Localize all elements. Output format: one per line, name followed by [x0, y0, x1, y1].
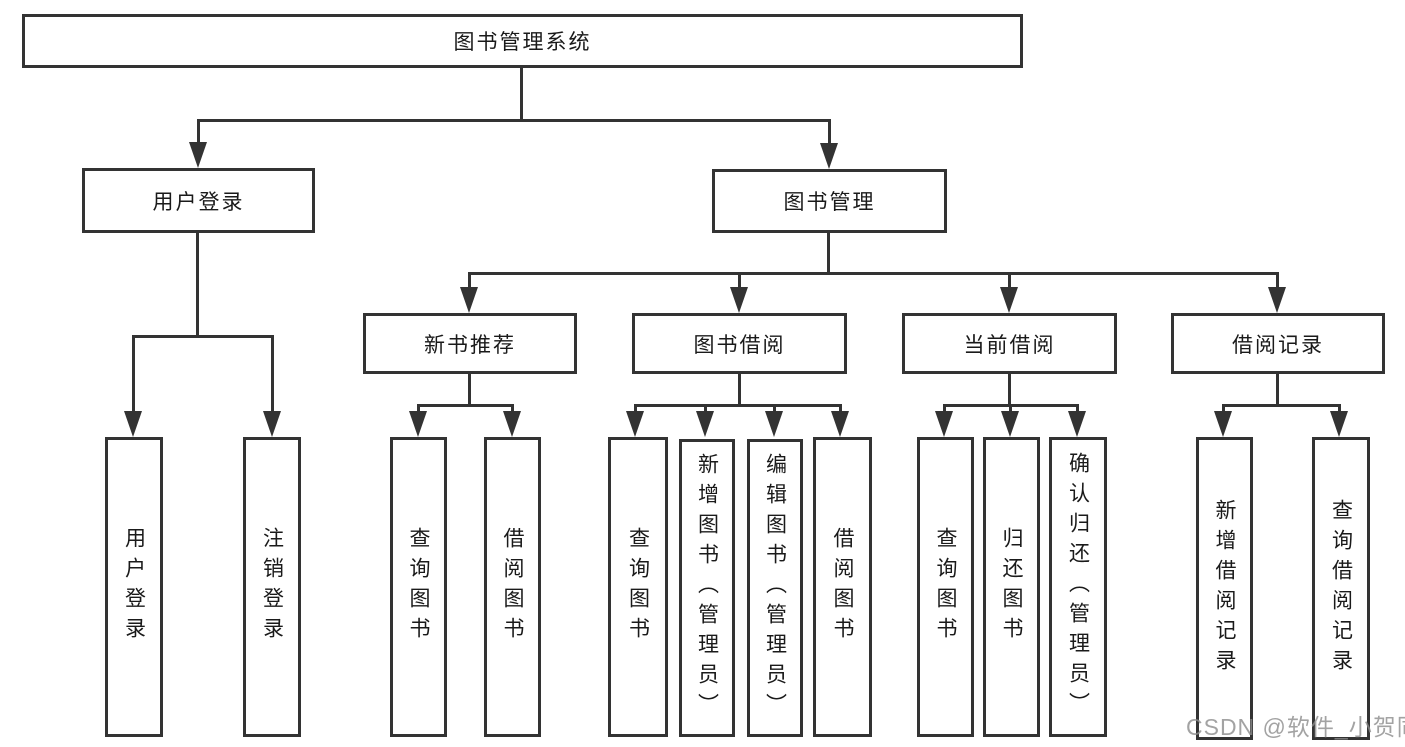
- arrow-down-icon: [409, 411, 427, 437]
- connector-book-mgmt-drop-4: [1276, 272, 1279, 292]
- connector-root-drop-left: [197, 119, 200, 149]
- leaf-bb-borrow-books: 借阅图书: [813, 437, 872, 737]
- connector-nbr-stem: [468, 374, 471, 407]
- arrow-down-icon: [1000, 287, 1018, 313]
- connector-book-mgmt-drop-3: [1008, 272, 1011, 292]
- leaf-bb-query-books: 查询图书: [608, 437, 668, 737]
- connector-br-bar: [1222, 404, 1341, 407]
- node-current-borrow: 当前借阅: [902, 313, 1117, 374]
- connector-nbr-drop-2: [511, 404, 514, 416]
- connector-user-login-drop-1: [132, 335, 135, 415]
- connector-cb-drop-1: [943, 404, 946, 416]
- arrow-down-icon: [1268, 287, 1286, 313]
- connector-nbr-bar: [417, 404, 514, 407]
- node-user-login: 用户登录: [82, 168, 315, 233]
- arrow-down-icon: [189, 142, 207, 168]
- connector-nbr-drop-1: [417, 404, 420, 416]
- connector-br-drop-2: [1338, 404, 1341, 416]
- connector-root-drop-right: [828, 119, 831, 149]
- connector-bb-stem: [738, 374, 741, 407]
- leaf-cb-confirm-return-admin: 确认归还（管理员）: [1049, 437, 1107, 737]
- leaf-br-query-record: 查询借阅记录: [1312, 437, 1370, 740]
- arrow-down-icon: [626, 411, 644, 437]
- arrow-down-icon: [503, 411, 521, 437]
- connector-book-mgmt-drop-2: [738, 272, 741, 292]
- connector-book-mgmt-drop-1: [468, 272, 471, 292]
- connector-user-login-bar: [132, 335, 274, 338]
- arrow-down-icon: [263, 411, 281, 437]
- arrow-down-icon: [831, 411, 849, 437]
- leaf-br-add-record: 新增借阅记录: [1196, 437, 1253, 740]
- leaf-cb-query-books: 查询图书: [917, 437, 974, 737]
- connector-bb-bar: [634, 404, 842, 407]
- connector-bb-drop-1: [634, 404, 637, 416]
- leaf-bb-add-books-admin: 新增图书（管理员）: [679, 439, 735, 737]
- arrow-down-icon: [696, 411, 714, 437]
- connector-cb-drop-3: [1076, 404, 1079, 416]
- arrow-down-icon: [820, 143, 838, 169]
- arrow-down-icon: [765, 411, 783, 437]
- leaf-cb-return-books: 归还图书: [983, 437, 1040, 737]
- connector-br-drop-1: [1222, 404, 1225, 416]
- arrow-down-icon: [935, 411, 953, 437]
- connector-book-mgmt-bar: [468, 272, 1279, 275]
- connector-bb-drop-2: [704, 404, 707, 416]
- node-book-borrow: 图书借阅: [632, 313, 847, 374]
- leaf-user-login: 用户登录: [105, 437, 163, 737]
- node-root: 图书管理系统: [22, 14, 1023, 68]
- csdn-watermark: CSDN @软件_小贺同学: [1186, 714, 1405, 740]
- connector-root-bar: [197, 119, 831, 122]
- arrow-down-icon: [730, 287, 748, 313]
- node-borrow-records: 借阅记录: [1171, 313, 1385, 374]
- connector-bb-drop-3: [773, 404, 776, 416]
- arrow-down-icon: [1001, 411, 1019, 437]
- node-book-management: 图书管理: [712, 169, 947, 233]
- arrow-down-icon: [1068, 411, 1086, 437]
- arrow-down-icon: [460, 287, 478, 313]
- connector-root-stem: [520, 68, 523, 122]
- connector-cb-stem: [1008, 374, 1011, 407]
- node-new-book-recommend: 新书推荐: [363, 313, 577, 374]
- leaf-bb-edit-books-admin: 编辑图书（管理员）: [747, 439, 803, 737]
- connector-cb-drop-2: [1009, 404, 1012, 416]
- arrow-down-icon: [1330, 411, 1348, 437]
- connector-user-login-drop-2: [271, 335, 274, 415]
- arrow-down-icon: [1214, 411, 1232, 437]
- connector-book-mgmt-stem: [827, 233, 830, 275]
- leaf-nbr-borrow-books: 借阅图书: [484, 437, 541, 737]
- arrow-down-icon: [124, 411, 142, 437]
- leaf-nbr-query-books: 查询图书: [390, 437, 447, 737]
- connector-br-stem: [1276, 374, 1279, 407]
- leaf-logout: 注销登录: [243, 437, 301, 737]
- connector-bb-drop-4: [839, 404, 842, 416]
- connector-user-login-stem: [196, 233, 199, 338]
